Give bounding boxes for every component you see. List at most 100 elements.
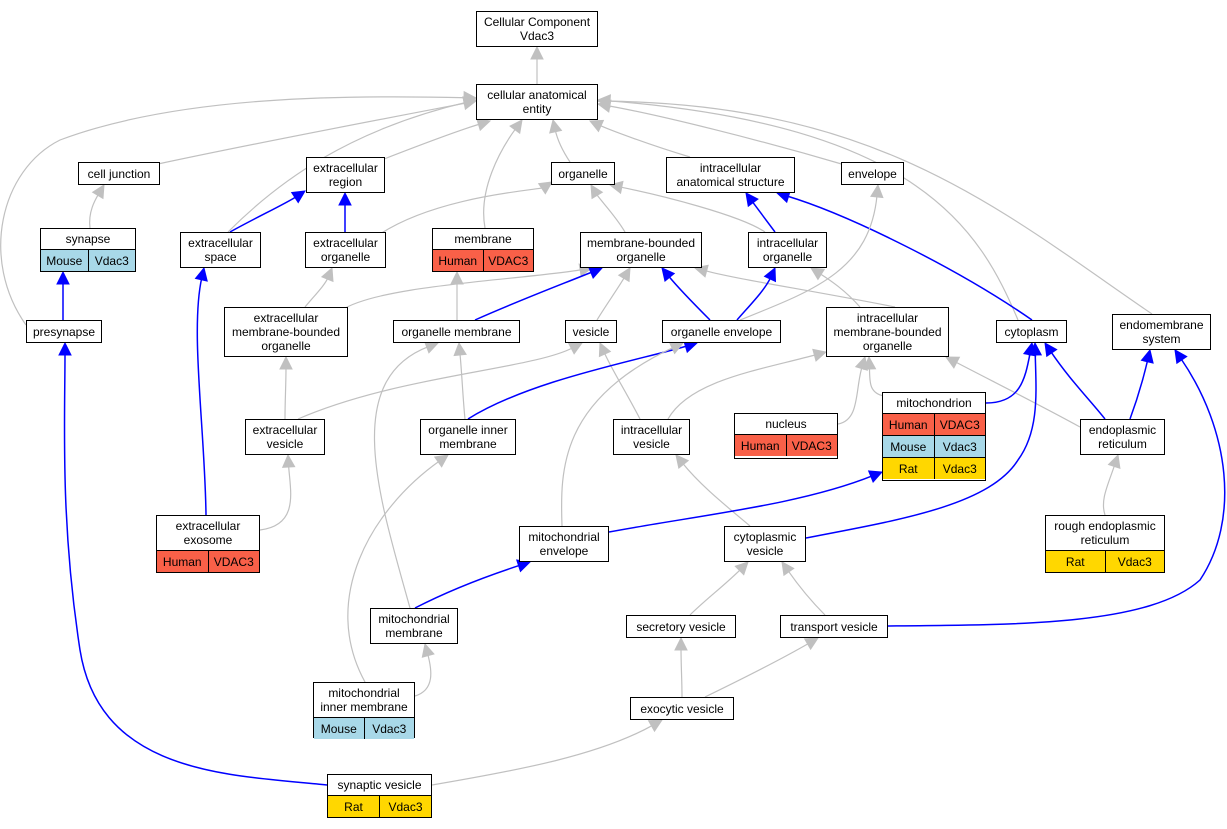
term-label-line: intracellular [699,161,762,175]
arrowhead [476,118,492,132]
term-label: transport vesicle [781,616,887,637]
edge-line [595,193,626,233]
edge-line [0,96,467,326]
term-node-exv[interactable]: exocytic vesicle [630,697,734,720]
edge-line [1102,464,1116,516]
arrowhead [530,45,544,60]
arrowhead [1044,342,1058,358]
term-label-line: extracellular [188,236,253,250]
arrowhead [587,266,604,280]
term-label: exocytic vesicle [631,698,733,719]
term-label: synapse [41,229,135,249]
term-label-line: reticulum [1080,533,1130,547]
term-label: mitochondrion [883,393,985,413]
edge-ias-to-cae [588,119,691,158]
edge-iv-to-ves [598,341,641,420]
arrowhead [647,719,663,733]
arrowhead [463,90,478,105]
edge-line [383,123,481,160]
term-node-env[interactable]: envelope [841,162,904,185]
edge-exv-to-tv [704,637,819,698]
edge-line [805,352,1037,539]
term-label: presynapse [27,321,101,342]
arrowhead [867,470,884,483]
edge-line [607,105,846,166]
arrowhead [1174,349,1188,365]
term-label-line: cell junction [87,166,151,181]
arrowhead [567,342,583,355]
edge-sec-to-cv [689,561,749,616]
term-node-cyt[interactable]: cytoplasm [996,320,1067,343]
term-node-om[interactable]: organelle membrane [393,320,520,343]
edge-line [431,724,654,786]
arrowhead [810,267,826,281]
arrowhead [945,356,961,369]
edge-line [414,564,521,609]
term-node-oe[interactable]: organelle envelope [662,320,781,343]
term-node-pre[interactable]: presynapse [26,320,102,343]
arrowhead [421,642,435,658]
edge-line [596,276,626,321]
term-node-cj[interactable]: cell junction [78,162,160,185]
edge-layer [0,45,1226,786]
term-label-line: vesicle [633,437,670,451]
edge-eo-to-er [338,191,352,233]
edge-mmem-to-menv [414,559,532,609]
edge-imbo-to-io [810,267,861,308]
term-label-line: entity [522,102,552,116]
edge-line [347,460,441,683]
edge-iv-to-imbo [667,348,828,420]
term-node-ves[interactable]: vesicle [565,320,617,343]
term-label-line: inner membrane [320,700,408,714]
arrowhead [675,454,690,470]
arrowhead [598,341,612,358]
term-node-org[interactable]: organelle [551,162,615,185]
term-label: secretory vesicle [627,616,735,637]
term-node-tv[interactable]: transport vesicle [780,615,888,638]
term-node-sec[interactable]: secretory vesicle [626,615,736,638]
term-label-line: space [204,250,237,264]
species-cell: Rat [1065,554,1085,569]
edge-line [373,345,429,609]
edge-oim-to-om [453,341,467,420]
term-label-line: organelle [320,250,371,264]
gene-cell: VDAC3 [482,250,534,271]
arrowhead [617,267,631,283]
edge-line [459,352,466,420]
edge-embo-to-eo [304,266,334,308]
edge-mem-to-cae [483,119,523,229]
